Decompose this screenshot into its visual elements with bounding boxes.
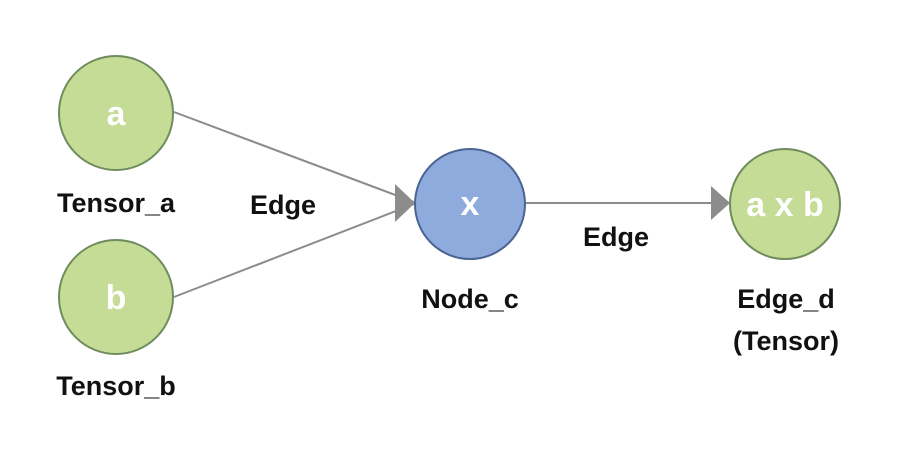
edge-d-node: [729, 148, 841, 260]
edge-d-symbol: a x b: [746, 186, 823, 224]
edge-b-to-c: [173, 203, 415, 298]
output-edge-label: Edge: [583, 222, 649, 252]
edge-d-caption-line2: (Tensor): [733, 326, 839, 356]
tensor-a-node: [58, 55, 174, 171]
tensor-b-node: [58, 239, 174, 355]
edge-d-caption-line1: Edge_d: [737, 284, 835, 314]
tensor-a-caption: Tensor_a: [57, 188, 176, 218]
tensor-b-caption: Tensor_b: [56, 371, 176, 401]
node-c-operation: [414, 148, 526, 260]
node-c-caption: Node_c: [421, 284, 519, 314]
arrowhead-into-node-c: [395, 184, 415, 222]
arrowhead-into-edge-d: [711, 186, 730, 220]
tensor-b-symbol: b: [106, 279, 127, 317]
node-c-symbol: x: [461, 185, 480, 223]
input-edge-label: Edge: [250, 190, 316, 220]
tensor-a-symbol: a: [107, 95, 127, 133]
edge-a-to-c: [173, 111, 415, 203]
